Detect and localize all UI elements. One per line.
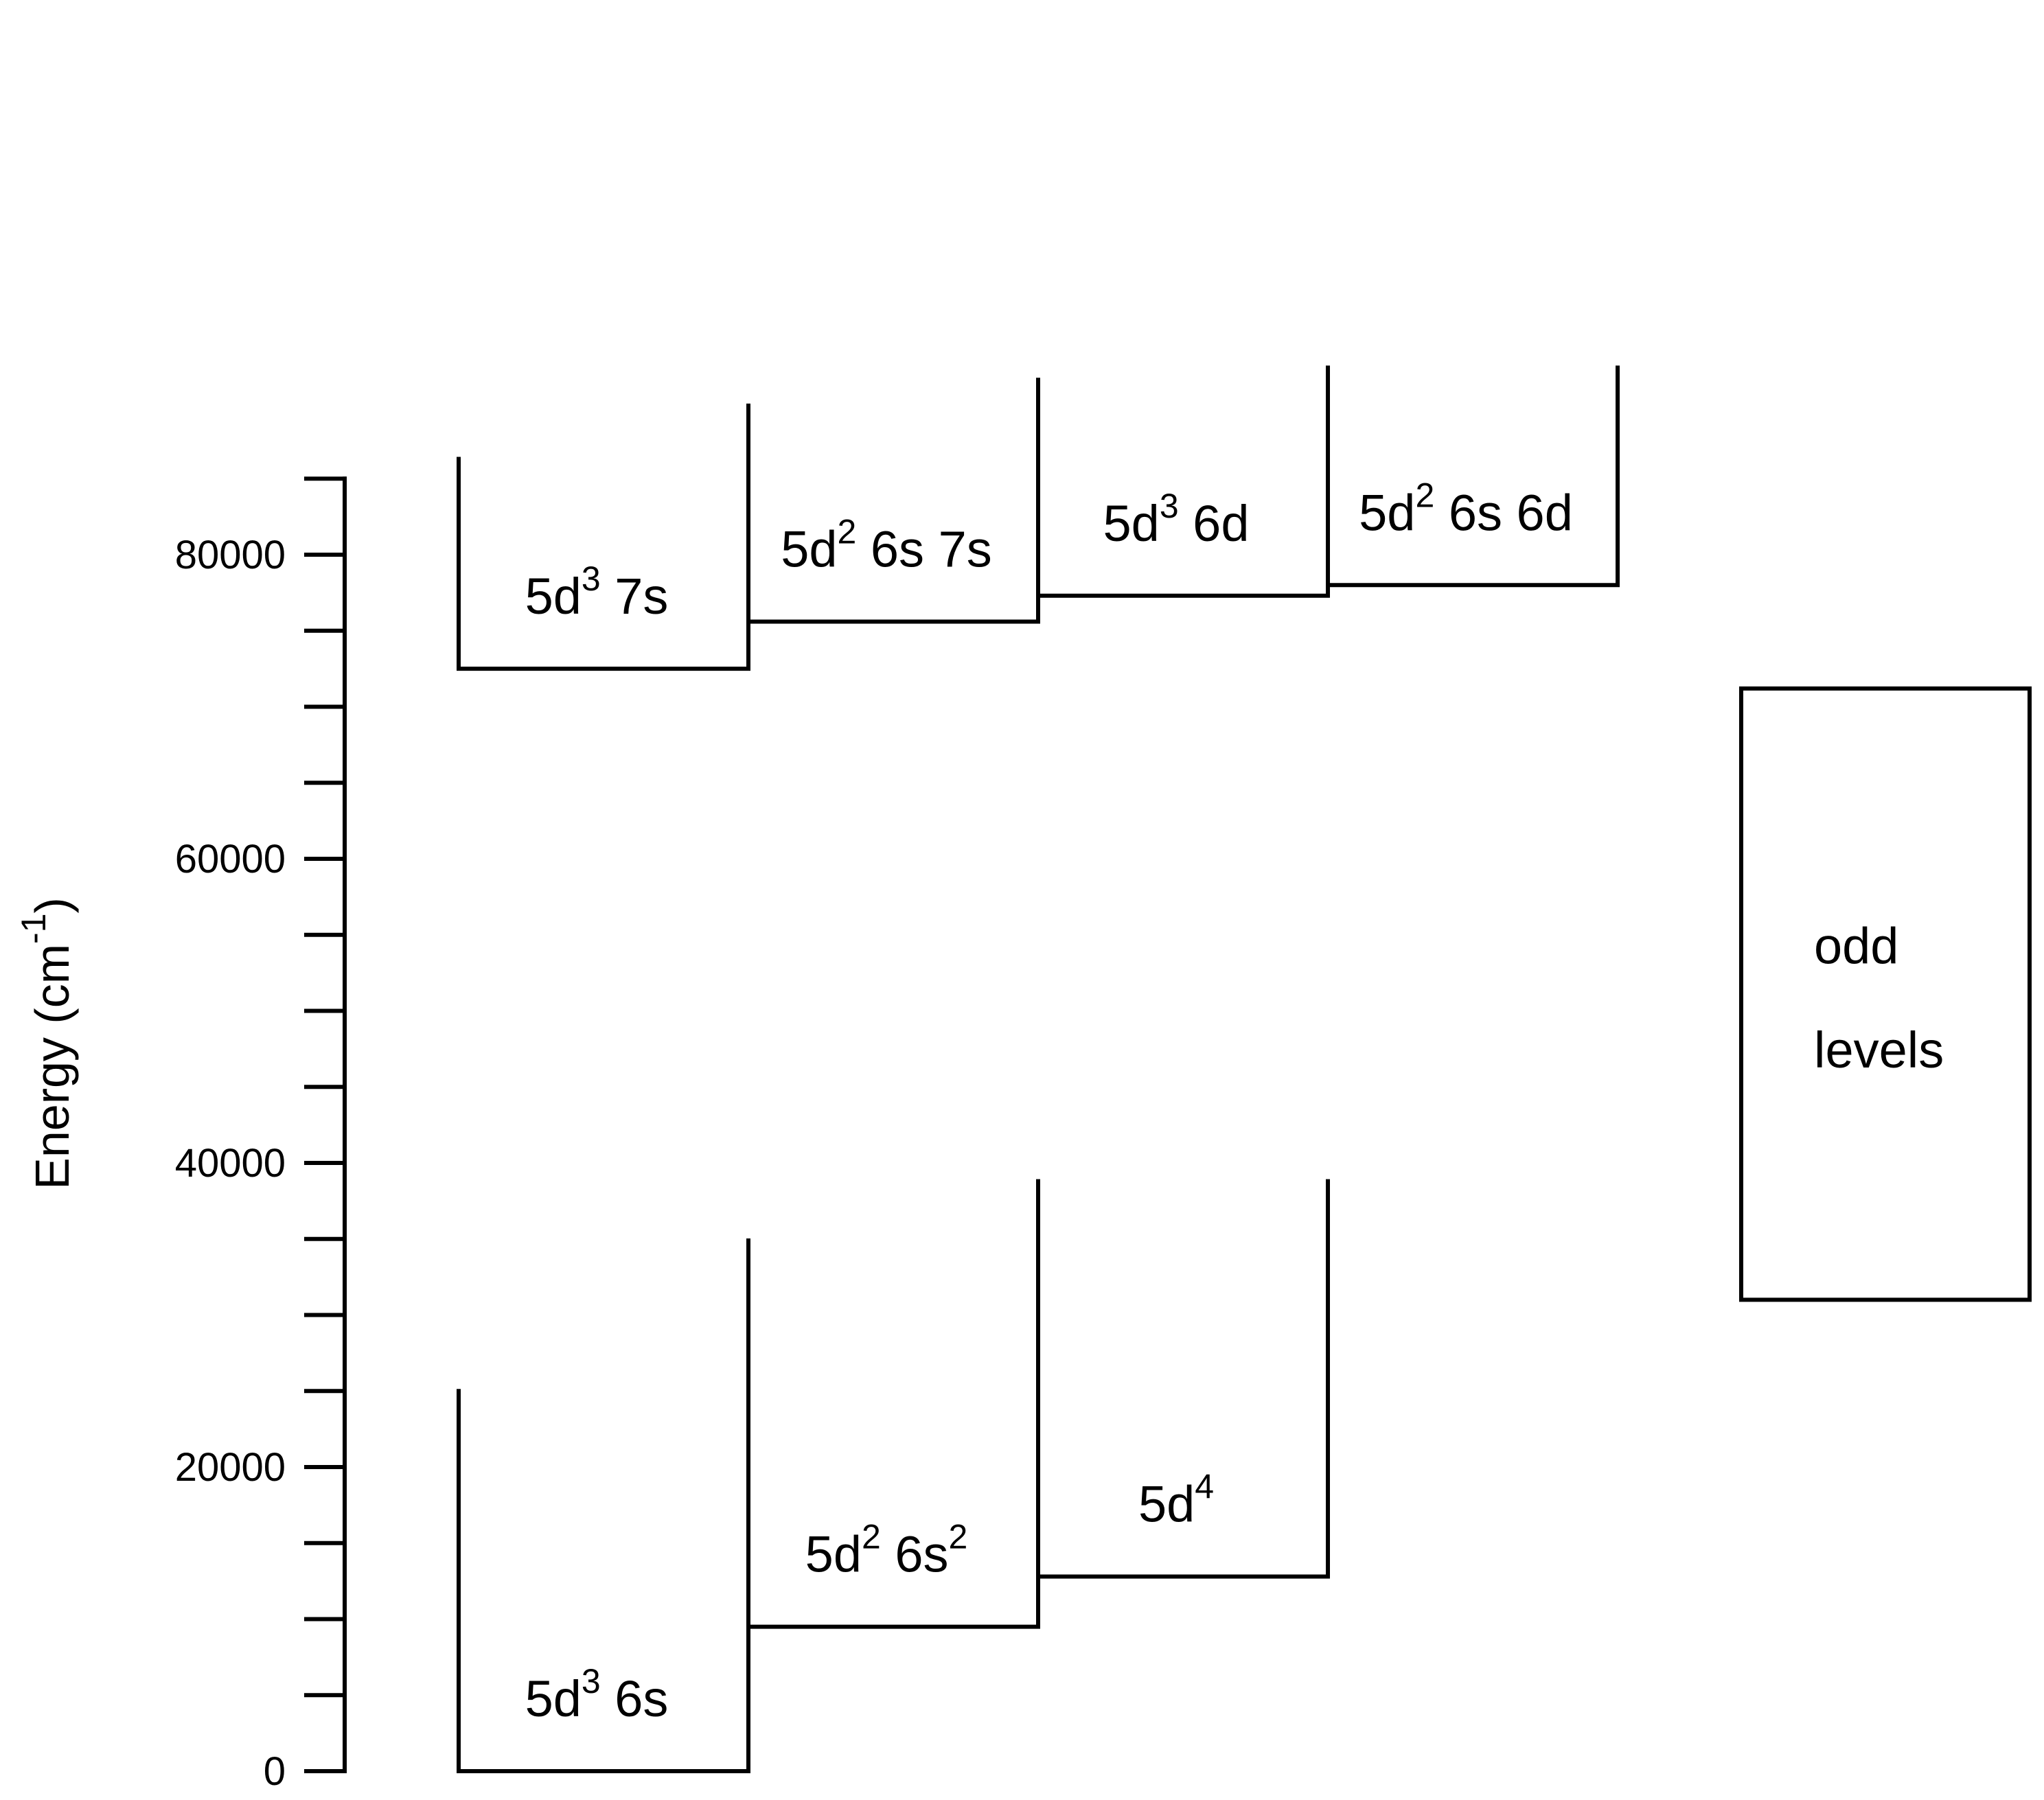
configuration: 5d2 6s2 (746, 1238, 1040, 1629)
label-rest: 6s (601, 1670, 669, 1727)
label-exponent: 2 (838, 512, 857, 551)
odd-levels-rect (1739, 686, 2032, 1302)
label-base: 5d (1103, 495, 1160, 552)
label-rest: 6s 6d (1434, 484, 1573, 541)
configuration-label: 5d2 6s 7s (781, 512, 992, 577)
tick-label: 40000 (175, 1141, 286, 1186)
axis-title-exponent: -1 (14, 913, 53, 943)
axis-title-close: ) (25, 897, 79, 913)
tick-label: 80000 (175, 533, 286, 577)
label-exponent: 4 (1195, 1467, 1214, 1505)
label-base: 5d (525, 1670, 582, 1727)
configuration: 5d4 (1036, 1179, 1330, 1579)
level-bracket (457, 457, 750, 671)
label-base: 5d (781, 520, 837, 577)
configuration: 5d3 6d (1036, 378, 1330, 598)
configuration-label: 5d3 6d (1103, 487, 1250, 552)
tick-label: 0 (264, 1749, 286, 1794)
label-rest: 6s (881, 1526, 949, 1583)
energy-axis: 0 20000 40000 60000 80000 (175, 476, 347, 1794)
axis-title: Energy (cm-1) (14, 897, 79, 1190)
configuration: 5d3 6s (457, 1389, 750, 1773)
label-base: 5d (1138, 1475, 1195, 1532)
configuration-label: 5d2 6s2 (805, 1518, 968, 1583)
configuration: 5d2 6s 7s (746, 403, 1040, 624)
label-exponent: 3 (582, 559, 601, 598)
label-exponent: 3 (1160, 487, 1179, 525)
odd-levels-box: odd levels (1739, 686, 2032, 1302)
label-rest: 6d (1179, 495, 1250, 552)
level-bracket (1036, 378, 1330, 598)
tick-label: 60000 (175, 837, 286, 881)
label-base: 5d (805, 1526, 862, 1583)
level-bracket (746, 403, 1040, 624)
level-bracket (1036, 1179, 1330, 1579)
configuration-label: 5d3 7s (525, 559, 669, 625)
configuration-label: 5d2 6s 6d (1359, 476, 1573, 541)
label-base: 5d (525, 568, 582, 625)
levels-label: levels (1814, 1022, 1944, 1078)
label-exponent: 2 (862, 1518, 881, 1556)
configuration: 5d3 7s (457, 457, 750, 671)
label-exponent: 2 (1415, 476, 1434, 514)
axis-title-text: Energy (cm (25, 944, 79, 1190)
odd-label: odd (1814, 918, 1898, 975)
tick-label: 20000 (175, 1445, 286, 1490)
configuration-label: 5d3 6s (525, 1662, 669, 1727)
level-bracket (1326, 365, 1620, 588)
label-base: 5d (1359, 484, 1415, 541)
label-rest: 7s (601, 568, 669, 625)
label-exponent: 3 (582, 1662, 601, 1700)
label-rest: 6s 7s (856, 520, 991, 577)
configuration-label: 5d4 (1138, 1467, 1214, 1532)
configuration: 5d2 6s 6d (1326, 365, 1620, 588)
label-rest-exponent: 2 (949, 1518, 968, 1556)
